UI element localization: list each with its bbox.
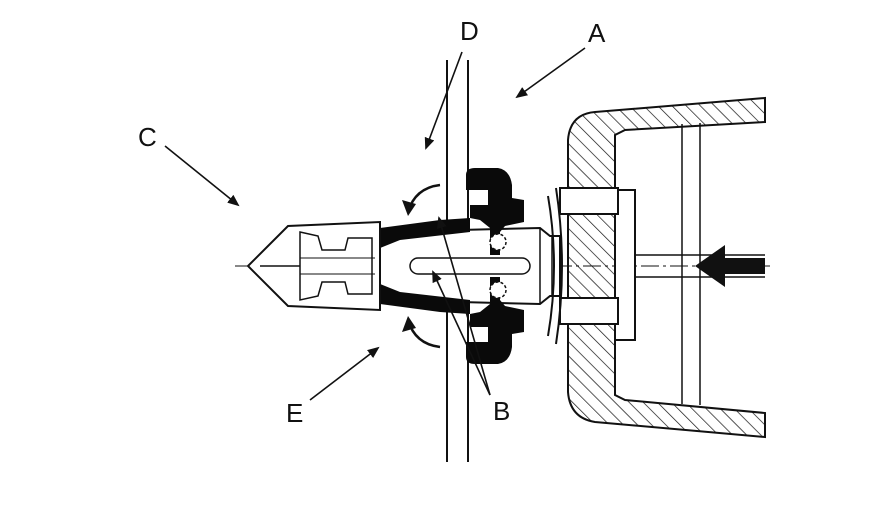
label-d: D xyxy=(460,16,479,46)
label-e: E xyxy=(286,398,303,428)
leader-e xyxy=(309,346,380,401)
leader-a xyxy=(515,47,586,99)
leader-b1 xyxy=(436,216,491,396)
retainer-clip xyxy=(380,168,524,364)
clip-stem xyxy=(379,187,563,345)
tool-housing xyxy=(567,96,766,439)
rotation-arrows xyxy=(402,183,441,349)
label-a: A xyxy=(588,18,606,48)
leader-b2 xyxy=(432,270,491,396)
leader-c xyxy=(164,145,240,207)
label-c: C xyxy=(138,122,157,152)
plunger xyxy=(559,187,765,341)
clip-head xyxy=(246,220,381,312)
leader-d xyxy=(424,51,463,150)
push-arrow xyxy=(695,245,765,287)
label-b: B xyxy=(493,396,510,426)
